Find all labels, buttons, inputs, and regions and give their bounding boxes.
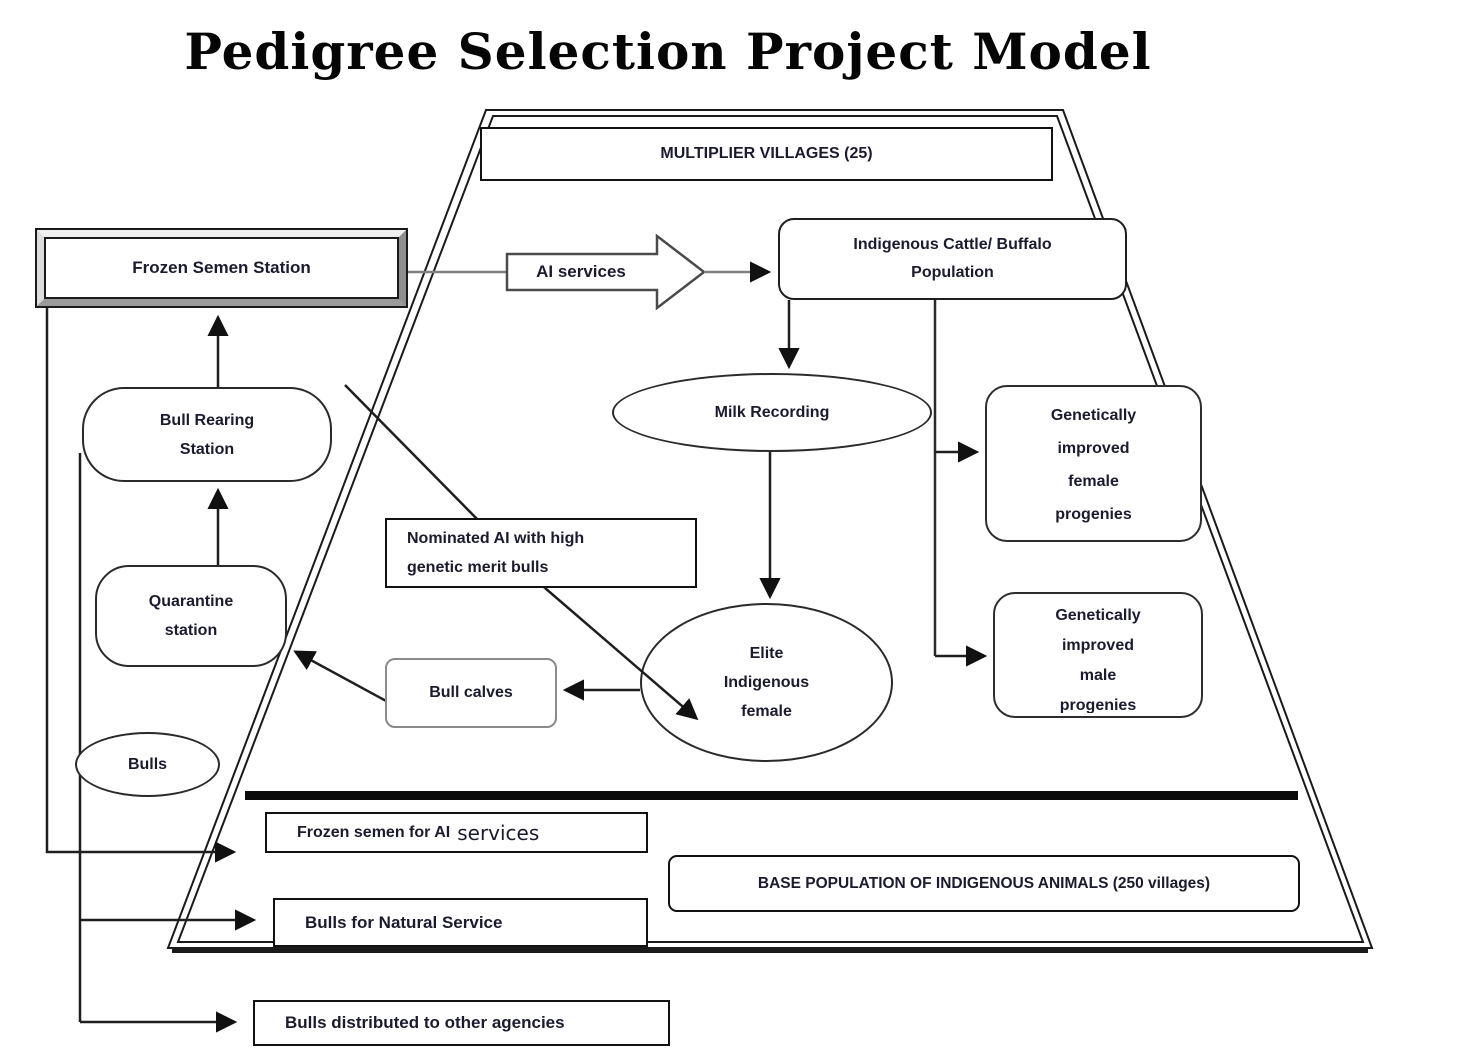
divider-bar	[245, 791, 1298, 800]
milk-recording-ellipse: Milk Recording	[612, 373, 932, 452]
milk-recording-label: Milk Recording	[714, 403, 830, 421]
improved-male-line3: male	[1079, 667, 1117, 684]
bulls-ellipse: Bulls	[75, 732, 220, 797]
frozen-semen-station-box: Frozen Semen Station	[35, 228, 408, 308]
improved-female-line3: female	[1068, 473, 1119, 490]
frozen-semen-for-ai-label: Frozen semen for AI	[297, 823, 451, 841]
bulls-distributed-box: Bulls distributed to other agencies	[253, 1000, 670, 1046]
elite-indigenous-female-ellipse: Elite Indigenous female	[640, 603, 893, 762]
elite-female-line1: Elite	[749, 645, 784, 662]
base-population-box: BASE POPULATION OF INDIGENOUS ANIMALS (2…	[668, 855, 1300, 912]
ai-services-arrow-shape	[505, 233, 707, 311]
indigenous-population-line2: Population	[911, 264, 994, 281]
frozen-semen-station-bevel: Frozen Semen Station	[37, 230, 406, 306]
improved-male-line1: Genetically	[1055, 607, 1141, 624]
multiplier-villages-box: MULTIPLIER VILLAGES (25)	[480, 127, 1053, 181]
improved-male-line4: progenies	[1059, 697, 1137, 713]
bull-calves-box: Bull calves	[385, 658, 557, 728]
improved-female-progenies-box: Genetically improved female progenies	[985, 385, 1202, 542]
elite-female-line2: Indigenous	[723, 674, 810, 691]
improved-male-progenies-box: Genetically improved male progenies	[993, 592, 1203, 718]
frozen-semen-station-label: Frozen Semen Station	[44, 237, 399, 299]
nominated-ai-box: Nominated AI with high genetic merit bul…	[385, 518, 697, 588]
multiplier-villages-label: MULTIPLIER VILLAGES (25)	[660, 145, 873, 162]
improved-female-line2: improved	[1057, 440, 1130, 457]
frozen-semen-for-ai-box: Frozen semen for AI services	[265, 812, 648, 853]
nominated-ai-line1: Nominated AI with high	[407, 530, 585, 547]
bull-rearing-line1: Bull Rearing	[159, 411, 255, 429]
page-title: Pedigree Selection Project Model	[184, 22, 1152, 81]
improved-female-line4: progenies	[1055, 506, 1132, 523]
quarantine-station-box: Quarantine station	[95, 565, 287, 667]
indigenous-population-box: Indigenous Cattle/ Buffalo Population	[778, 218, 1127, 300]
improved-female-line1: Genetically	[1050, 407, 1137, 424]
ai-services-label: AI services	[536, 262, 626, 281]
bull-calves-label: Bull calves	[429, 684, 513, 701]
bull-rearing-line2: Station	[179, 440, 235, 458]
nominated-ai-line2: genetic merit bulls	[407, 559, 549, 576]
base-population-label: BASE POPULATION OF INDIGENOUS ANIMALS (2…	[757, 874, 1211, 892]
trapezoid-boundary	[166, 109, 1374, 953]
bulls-natural-service-label: Bulls for Natural Service	[305, 912, 503, 932]
quarantine-line1: Quarantine	[148, 593, 234, 610]
indigenous-population-line1: Indigenous Cattle/ Buffalo	[853, 236, 1052, 253]
bull-rearing-station-box: Bull Rearing Station	[82, 387, 332, 482]
bulls-natural-service-box: Bulls for Natural Service	[273, 898, 648, 947]
bulls-label: Bulls	[127, 755, 168, 773]
improved-male-line2: improved	[1061, 637, 1134, 654]
elite-female-line3: female	[741, 703, 792, 720]
bulls-distributed-label: Bulls distributed to other agencies	[285, 1013, 565, 1032]
frozen-semen-for-ai-services-word: services	[457, 820, 540, 845]
improved-male-clipped-text: Genetically improved male progenies	[995, 594, 1201, 713]
quarantine-line2: station	[164, 622, 218, 639]
